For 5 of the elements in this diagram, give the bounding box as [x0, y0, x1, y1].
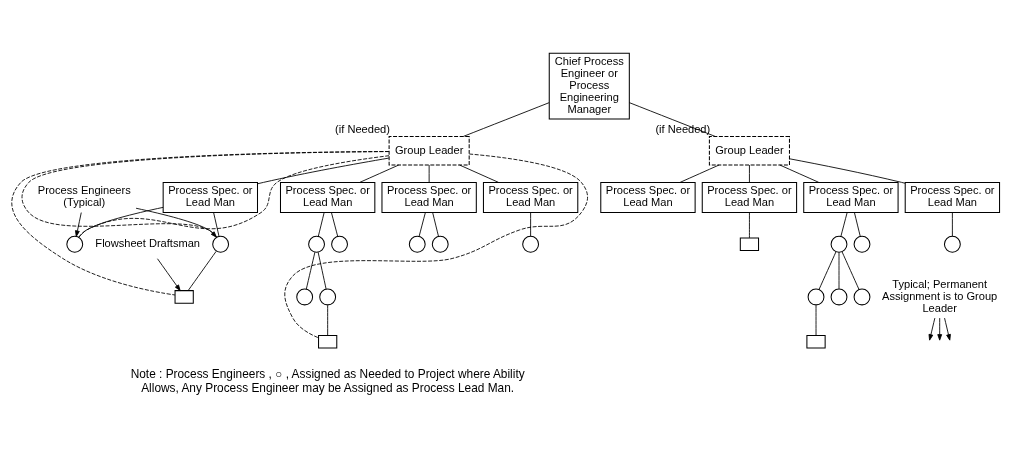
label: Note : Process Engineers , ○ , Assigned as Needed to Project where Ability Allows, Any Process Engineer may be Assigned as Process Lead Man. — [130, 367, 525, 395]
node-text: Typical; Permanent Assignment is to Group Leader — [882, 278, 998, 314]
node-text: Flowsheet Draftsman — [95, 237, 201, 250]
node-text: Process Engineers (Typical) — [37, 184, 131, 209]
node-label: (if Needed) — [335, 123, 390, 136]
